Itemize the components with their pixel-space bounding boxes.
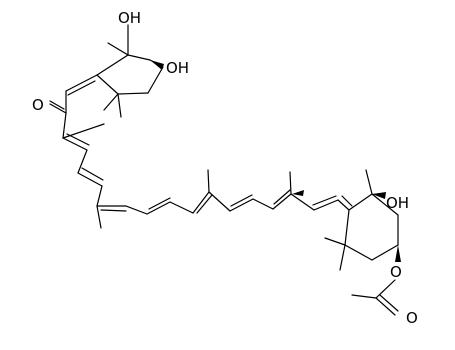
bottom-ring — [324, 169, 401, 271]
polyene-chain — [62, 133, 339, 229]
ketone-fragment — [49, 74, 105, 139]
o-label-ketone: O — [32, 96, 44, 114]
o-label-carbonyl: O — [406, 309, 418, 327]
oh-label-top-left: OH — [118, 9, 141, 27]
acetate-group — [351, 279, 399, 316]
o-label-ester-link: O — [390, 263, 402, 281]
top-ring — [96, 24, 164, 118]
oh-label-top-right: OH — [166, 59, 189, 77]
stereo-wedge-chain — [292, 190, 304, 196]
oh-label-right: OH — [386, 194, 409, 212]
